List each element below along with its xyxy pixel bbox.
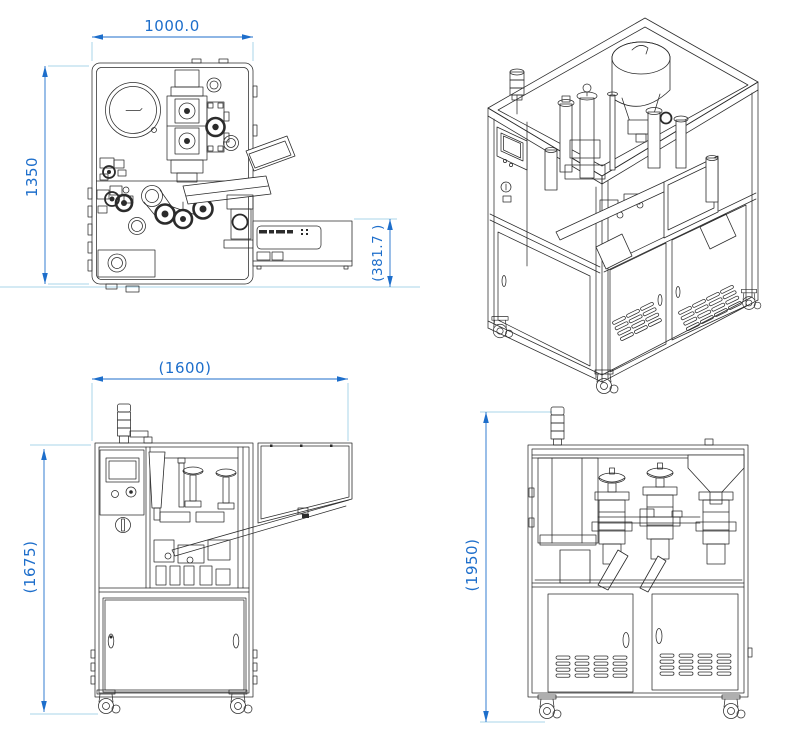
dimension-top-width: 1000.0 [92, 17, 253, 40]
dimension-label-front-height: (1675) [21, 541, 39, 594]
iso-right-doors [609, 204, 747, 373]
front-view [90, 403, 353, 714]
front-feeder-box [257, 442, 353, 524]
dimension-front-width: (1600) [92, 359, 348, 382]
top-view-edge-tabs [87, 58, 258, 293]
turntable [105, 82, 161, 138]
dimension-front-height: (1675) [21, 449, 47, 712]
front-signal-tower [117, 403, 153, 444]
side-chutes [534, 549, 743, 593]
dimension-label-outfeed-offset: (381.7 ) [370, 224, 386, 281]
side-filling-stations [591, 462, 737, 565]
front-door [102, 597, 247, 693]
dimension-top-height: 1350 [23, 66, 48, 284]
side-left-cabinet [528, 457, 599, 546]
dimension-label-top-height: 1350 [23, 157, 41, 197]
conveyor-label-plate [259, 229, 308, 235]
extension-lines [0, 42, 552, 723]
corner-box [97, 249, 156, 278]
isometric-view [487, 17, 762, 394]
center-filling-unit [166, 69, 230, 183]
iso-hopper [611, 41, 671, 143]
dimension-overall-height: (1950) [463, 412, 489, 722]
left-station-cluster [96, 157, 134, 214]
roller-cluster [114, 185, 214, 235]
front-control-panel [99, 449, 145, 533]
iso-signal-tower [509, 68, 525, 115]
iso-control-panel [496, 126, 528, 203]
front-discharge-chute [171, 499, 350, 557]
dimension-outfeed-offset: (381.7 ) [370, 219, 393, 287]
side-view [527, 406, 753, 719]
dimension-label-overall-height: (1950) [463, 539, 481, 592]
iso-left-door [497, 231, 591, 367]
dimension-label-top-width: 1000.0 [144, 17, 200, 35]
front-edge-tabs [90, 649, 258, 685]
top-view [87, 58, 353, 293]
dimension-label-front-width: (1600) [159, 359, 212, 377]
lower-guide-chute [182, 175, 272, 205]
iso-inner-mechanism [544, 83, 737, 270]
side-doors [547, 593, 739, 693]
side-signal-tower [550, 406, 565, 446]
iso-casters [491, 289, 762, 394]
side-hopper [687, 454, 745, 505]
outfeed-conveyor-top [252, 220, 353, 270]
front-mechanism [148, 451, 237, 586]
outfeed-chute-top [245, 135, 296, 172]
press-unit [223, 194, 255, 249]
